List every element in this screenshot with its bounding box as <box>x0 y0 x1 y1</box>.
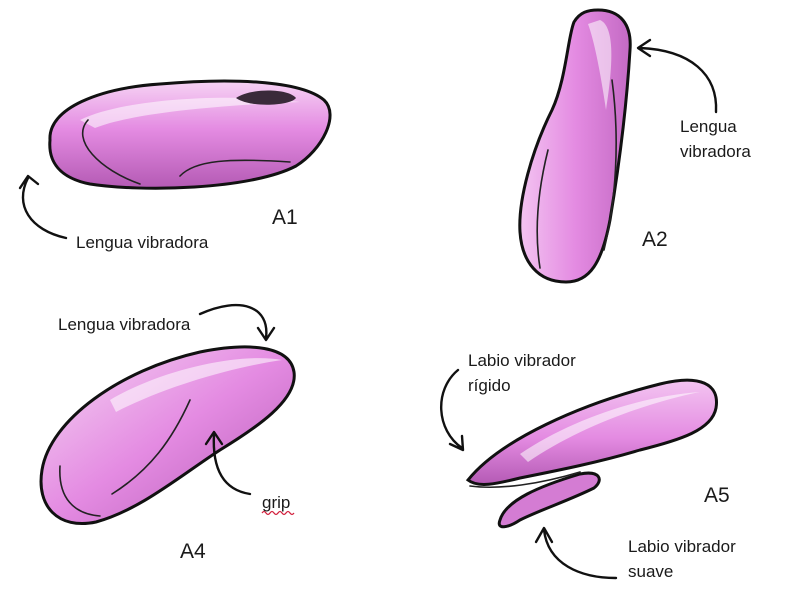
sketch-a5-drawing <box>465 378 718 529</box>
sketch-a2: Lengua vibradora A2 <box>518 8 751 284</box>
a1-dark-patch <box>236 90 296 105</box>
a4-callout-arrow-tongue <box>198 303 276 342</box>
a2-callout-arrow <box>636 38 718 114</box>
sketch-a4-drawing <box>39 345 296 525</box>
a1-callout-label: Lengua vibradora <box>76 233 209 252</box>
sketch-a1-drawing <box>48 79 332 190</box>
a4-callout-grip-label: grip <box>262 493 290 512</box>
sketch-a5: Labio vibrador rígido Labio vibrador sua… <box>440 351 740 581</box>
a5-callout-arrow-soft <box>534 526 618 580</box>
a4-sketch-id: A4 <box>180 540 206 563</box>
sketch-a2-drawing <box>518 8 632 284</box>
a5-callout-rigid-line2: rígido <box>468 376 511 395</box>
a5-callout-rigid-line1: Labio vibrador <box>468 351 576 370</box>
a2-sketch-id: A2 <box>642 228 668 251</box>
a5-callout-soft-label: Labio vibrador suave <box>628 537 740 581</box>
a4-grip-spellcheck <box>261 510 295 516</box>
sketch-a4: Lengua vibradora grip A4 <box>39 303 296 563</box>
a5-callout-soft-line2: suave <box>628 562 673 581</box>
a5-callout-rigid-label: Labio vibrador rígido <box>468 351 580 395</box>
a2-callout-line1: Lengua <box>680 117 737 136</box>
a1-sketch-id: A1 <box>272 206 298 229</box>
a2-callout-label: Lengua vibradora <box>680 117 751 161</box>
a5-callout-soft-line1: Labio vibrador <box>628 537 736 556</box>
a4-callout-arrow-grip <box>204 430 252 496</box>
a5-callout-arrow-rigid <box>440 368 465 452</box>
a4-callout-tongue-label: Lengua vibradora <box>58 315 191 334</box>
a1-callout-arrow <box>18 174 68 240</box>
a5-sketch-id: A5 <box>704 484 730 507</box>
sketch-a1: Lengua vibradora A1 <box>18 79 332 252</box>
a2-callout-line2: vibradora <box>680 142 751 161</box>
